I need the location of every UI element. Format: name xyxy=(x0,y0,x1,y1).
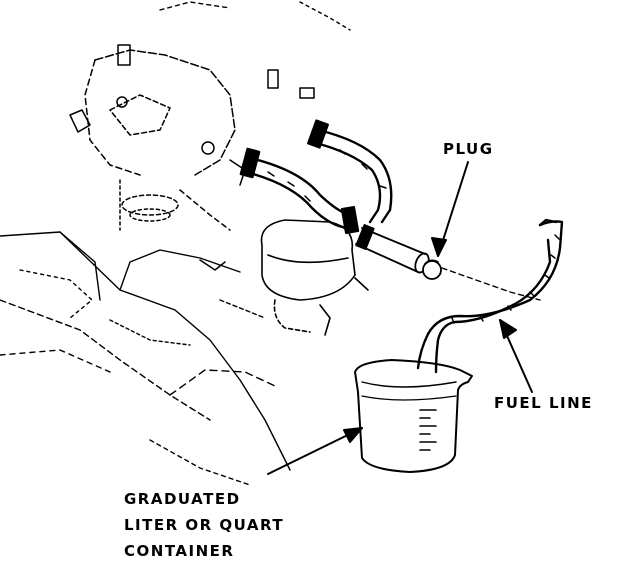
plug-arrowhead xyxy=(431,237,447,257)
outlet-tube xyxy=(355,224,430,274)
engine-block xyxy=(0,1,351,486)
fuel-hose xyxy=(239,119,393,235)
fuel-pump xyxy=(260,219,369,336)
container-label-line-1: GRADUATED xyxy=(124,490,241,508)
plug-label: PLUG xyxy=(443,140,494,158)
container-arrowhead xyxy=(343,427,363,443)
container-label: GRADUATED LITER OR QUART CONTAINER xyxy=(124,486,284,564)
carburetor xyxy=(69,44,315,271)
plug-icon xyxy=(422,259,442,280)
fuel-line-label: FUEL LINE xyxy=(494,394,593,412)
graduated-container xyxy=(354,359,473,473)
container-label-line-2: LITER OR QUART xyxy=(124,516,285,534)
leader-arrows xyxy=(267,161,533,475)
connection-dash xyxy=(441,267,541,301)
fuel-line-arrowhead xyxy=(499,319,517,339)
container-label-line-3: CONTAINER xyxy=(124,542,235,560)
fuel-line-hose xyxy=(416,218,564,374)
fuel-pump-test-illustration xyxy=(0,1,564,486)
